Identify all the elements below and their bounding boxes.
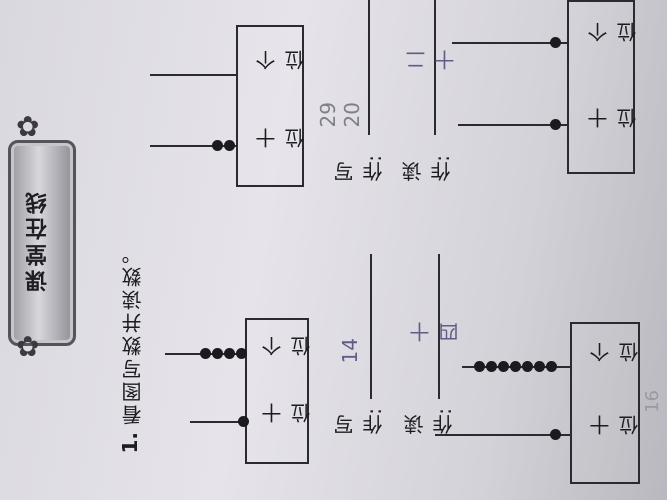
tens-label: 十位: [261, 403, 314, 423]
bead: [510, 361, 521, 372]
write-scratch-handwritten: 29: [316, 102, 340, 128]
bead: [498, 361, 509, 372]
bead: [224, 348, 235, 359]
bead: [550, 37, 561, 48]
write-answer-handwritten: 20: [340, 102, 364, 128]
bead: [474, 361, 485, 372]
exercise-number: 1.: [118, 432, 142, 454]
bead: [486, 361, 497, 372]
abacus-frame: [570, 322, 640, 484]
read-answer-line: [434, 0, 436, 135]
abacus-rod-tens: [150, 145, 238, 147]
bead: [546, 361, 557, 372]
bead: [522, 361, 533, 372]
abacus-rod-tens: [458, 124, 569, 126]
write-answer-line: [370, 254, 372, 399]
abacus-frame: [567, 0, 635, 174]
ones-label: 个位: [587, 22, 640, 42]
write-prompt: 写作:: [333, 408, 386, 435]
read-answer-handwritten: 二十: [405, 50, 458, 70]
abacus-rod-ones: [150, 74, 238, 76]
margin-mark: 16: [642, 390, 663, 413]
read-prompt: 读作:: [401, 155, 454, 182]
bead: [224, 140, 235, 151]
abacus-frame: [236, 25, 304, 187]
section-banner: [8, 140, 76, 346]
read-prompt: 读作:: [403, 408, 456, 435]
read-answer-handwritten: 十四: [409, 322, 462, 342]
bead: [550, 119, 561, 130]
flower-icon-bottom: ✿: [16, 330, 40, 363]
ones-label: 个位: [589, 342, 642, 362]
abacus-frame: [245, 318, 309, 464]
read-answer-line: [438, 254, 440, 399]
tens-label: 十位: [589, 415, 642, 435]
bead: [534, 361, 545, 372]
abacus-rod-ones: [452, 42, 569, 44]
tens-label: 十位: [587, 108, 640, 128]
flower-icon-top: ✿: [16, 110, 40, 143]
abacus-rod-tens: [435, 434, 572, 436]
bead: [212, 348, 223, 359]
abacus-rod-tens: [190, 421, 247, 423]
bead: [550, 429, 561, 440]
bead: [238, 416, 249, 427]
bead: [212, 140, 223, 151]
tens-label: 十位: [255, 128, 308, 148]
exercise-instruction: 看图写数并读数。: [121, 241, 145, 425]
bead: [200, 348, 211, 359]
bead: [236, 348, 247, 359]
write-answer-handwritten: 14: [338, 338, 362, 364]
write-answer-line: [368, 0, 370, 135]
write-prompt: 写作:: [333, 155, 386, 182]
ones-label: 个位: [255, 50, 308, 70]
ones-label: 个位: [261, 336, 314, 356]
banner-title: 课堂在线: [26, 188, 51, 292]
